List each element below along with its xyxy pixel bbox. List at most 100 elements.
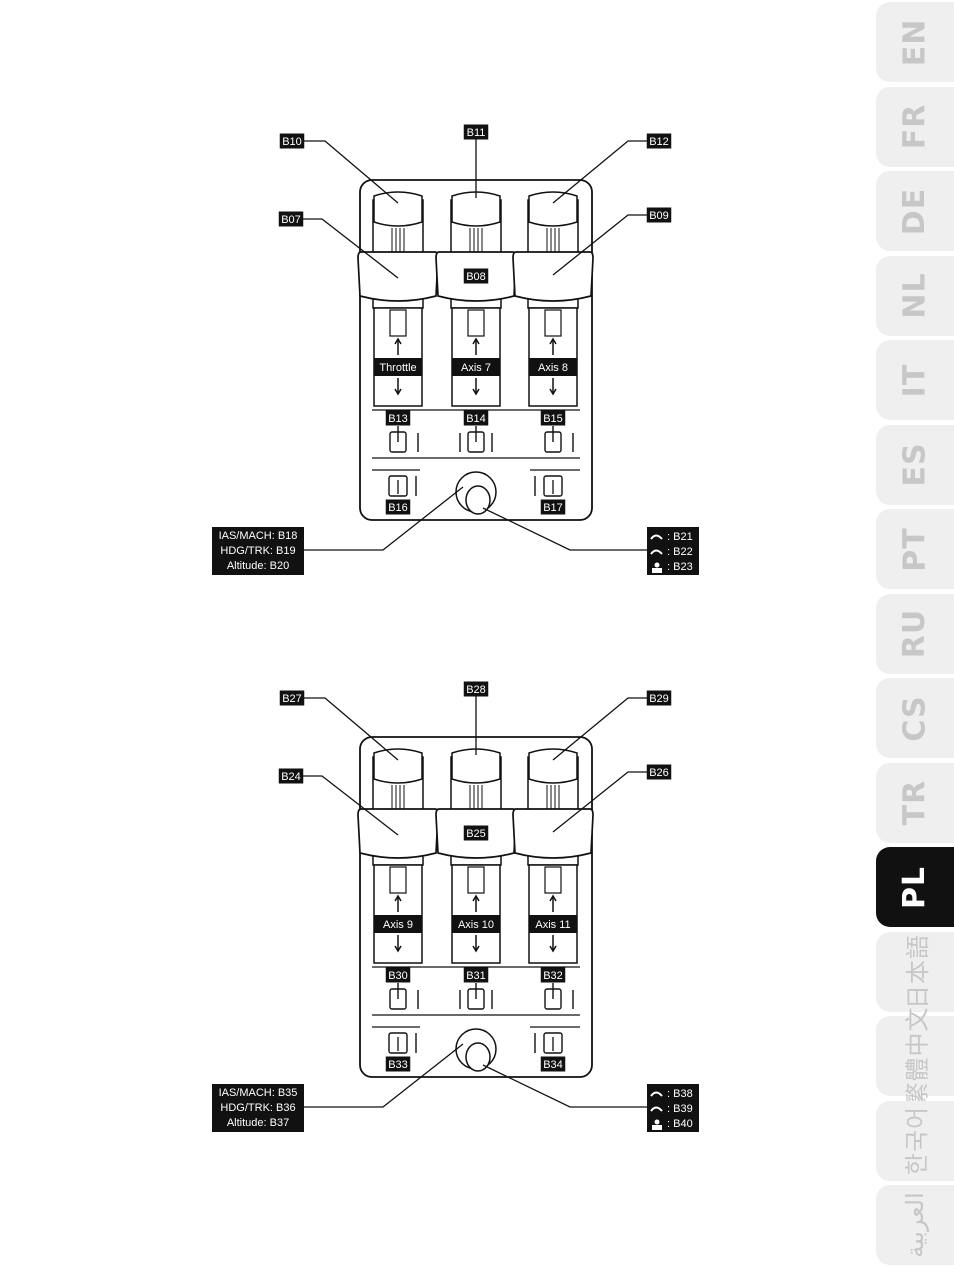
knob-right-legend: : B21: B22: B23 <box>647 527 699 575</box>
mid-center-button-label: B08 <box>463 268 489 284</box>
language-tab-2[interactable]: DE <box>876 171 954 251</box>
language-tab-label: ES <box>897 442 933 487</box>
language-tab-10[interactable]: PL <box>876 847 954 927</box>
language-tab-4[interactable]: IT <box>876 340 954 420</box>
toggle-label: B14 <box>463 410 489 426</box>
mid-left-button-label: B24 <box>278 768 304 784</box>
leader-line <box>552 214 647 276</box>
toggle-label: B15 <box>540 410 566 426</box>
language-tab-13[interactable]: 한국어 <box>876 1100 954 1181</box>
lever-stem <box>389 866 407 894</box>
knob-right-legend-line: : B40 <box>667 1118 693 1130</box>
leader-line <box>303 775 399 836</box>
axis-label: Throttle <box>374 358 422 376</box>
language-tab-12[interactable]: 繁體中文 <box>876 1006 954 1106</box>
mid-right-button-label-text: B26 <box>649 767 669 779</box>
top-lever-button <box>528 191 578 227</box>
down-arrow-head-icon <box>472 388 480 396</box>
push-button-icon <box>652 562 662 573</box>
bottom-toggle-label: B17 <box>540 499 566 515</box>
bottom-toggle-label: B16 <box>385 499 411 515</box>
language-tab-5[interactable]: ES <box>876 424 954 505</box>
mid-right-button-label-text: B09 <box>649 210 669 222</box>
leader-line <box>304 140 399 204</box>
rotary-knob-icon <box>465 485 491 515</box>
bottom-toggle-label-text: B33 <box>388 1059 408 1071</box>
knob-right-legend-line: : B22 <box>667 546 693 558</box>
axis-label-text: Axis 8 <box>538 362 568 374</box>
language-tab-label: PL <box>897 865 933 909</box>
language-tab-7[interactable]: RU <box>876 593 954 674</box>
knob-right-legend-line: : B21 <box>667 531 693 543</box>
knob-left-legend-line: Altitude: B37 <box>227 1117 289 1129</box>
down-arrow-head-icon <box>394 388 402 396</box>
toggle-label-text: B14 <box>466 413 486 425</box>
leader-line <box>304 1043 464 1108</box>
top-lever-button <box>451 748 501 784</box>
toggle-label-text: B13 <box>388 413 408 425</box>
toggle-label: B30 <box>385 967 411 983</box>
knob-left-legend-line: IAS/MACH: B18 <box>219 530 298 542</box>
top-center-button-label: B11 <box>463 124 489 140</box>
toggle-label: B32 <box>540 967 566 983</box>
axis-label: Axis 8 <box>529 358 577 376</box>
language-tab-6[interactable]: PT <box>876 509 954 589</box>
axis-label-text: Axis 9 <box>383 919 413 931</box>
leader-line <box>552 140 647 204</box>
up-arrow-head-icon <box>472 894 480 902</box>
language-tab-0[interactable]: EN <box>876 2 954 82</box>
language-tab-9[interactable]: TR <box>876 762 954 843</box>
axis-label-text: Throttle <box>379 362 416 374</box>
down-arrow-head-icon <box>394 945 402 953</box>
toggle-label: B13 <box>385 410 411 426</box>
rotate-left-icon <box>650 1091 663 1097</box>
top-lever-button <box>373 191 423 227</box>
language-tab-1[interactable]: FR <box>876 86 954 167</box>
rotate-left-icon <box>650 534 663 540</box>
language-tab-11[interactable]: 日本語 <box>876 931 954 1012</box>
rotate-right-icon <box>650 549 663 555</box>
language-tab-label: العربية <box>901 1192 929 1258</box>
top-center-button-label: B28 <box>463 681 489 697</box>
top-left-button-label-text: B10 <box>282 136 302 148</box>
lever-stem <box>467 309 485 337</box>
mid-left-button-label-text: B24 <box>281 771 301 783</box>
mid-left-button-label-text: B07 <box>281 214 301 226</box>
language-tab-label: NL <box>897 272 933 319</box>
bottom-toggle-label: B33 <box>385 1056 411 1072</box>
toggle-label-text: B32 <box>543 970 563 982</box>
lever-handle <box>357 808 439 859</box>
knob-left-legend-line: HDG/TRK: B36 <box>220 1102 295 1114</box>
language-tab-label: EN <box>897 18 933 66</box>
up-arrow-head-icon <box>394 894 402 902</box>
lever-stem <box>544 866 562 894</box>
knob-right-legend-line: : B38 <box>667 1088 693 1100</box>
language-tab-label: CS <box>897 694 933 742</box>
language-tab-14[interactable]: العربية <box>876 1185 954 1265</box>
knob-right-legend: : B38: B39: B40 <box>647 1084 699 1132</box>
bottom-toggle-label: B34 <box>540 1056 566 1072</box>
axis-label-text: Axis 10 <box>458 919 494 931</box>
top-right-button-label: B29 <box>646 690 672 706</box>
bottom-toggle-label-text: B34 <box>543 1059 563 1071</box>
down-arrow-head-icon <box>549 945 557 953</box>
top-lever-button <box>451 191 501 227</box>
top-lever-button <box>528 748 578 784</box>
down-arrow-head-icon <box>549 388 557 396</box>
lever-stem <box>389 309 407 337</box>
mid-right-button-label: B26 <box>646 764 672 780</box>
bottom-toggle-label-text: B16 <box>388 502 408 514</box>
axis-label: Axis 9 <box>374 915 422 933</box>
mid-center-button-label-text: B25 <box>466 828 486 840</box>
knob-left-legend-line: HDG/TRK: B19 <box>220 545 295 557</box>
toggle-label-text: B30 <box>388 970 408 982</box>
language-tab-8[interactable]: CS <box>876 678 954 758</box>
language-tab-3[interactable]: NL <box>876 255 954 336</box>
language-tab-label: IT <box>897 363 933 397</box>
leader-line <box>552 771 647 833</box>
language-tab-label: TR <box>897 779 933 826</box>
leader-line <box>303 218 399 279</box>
